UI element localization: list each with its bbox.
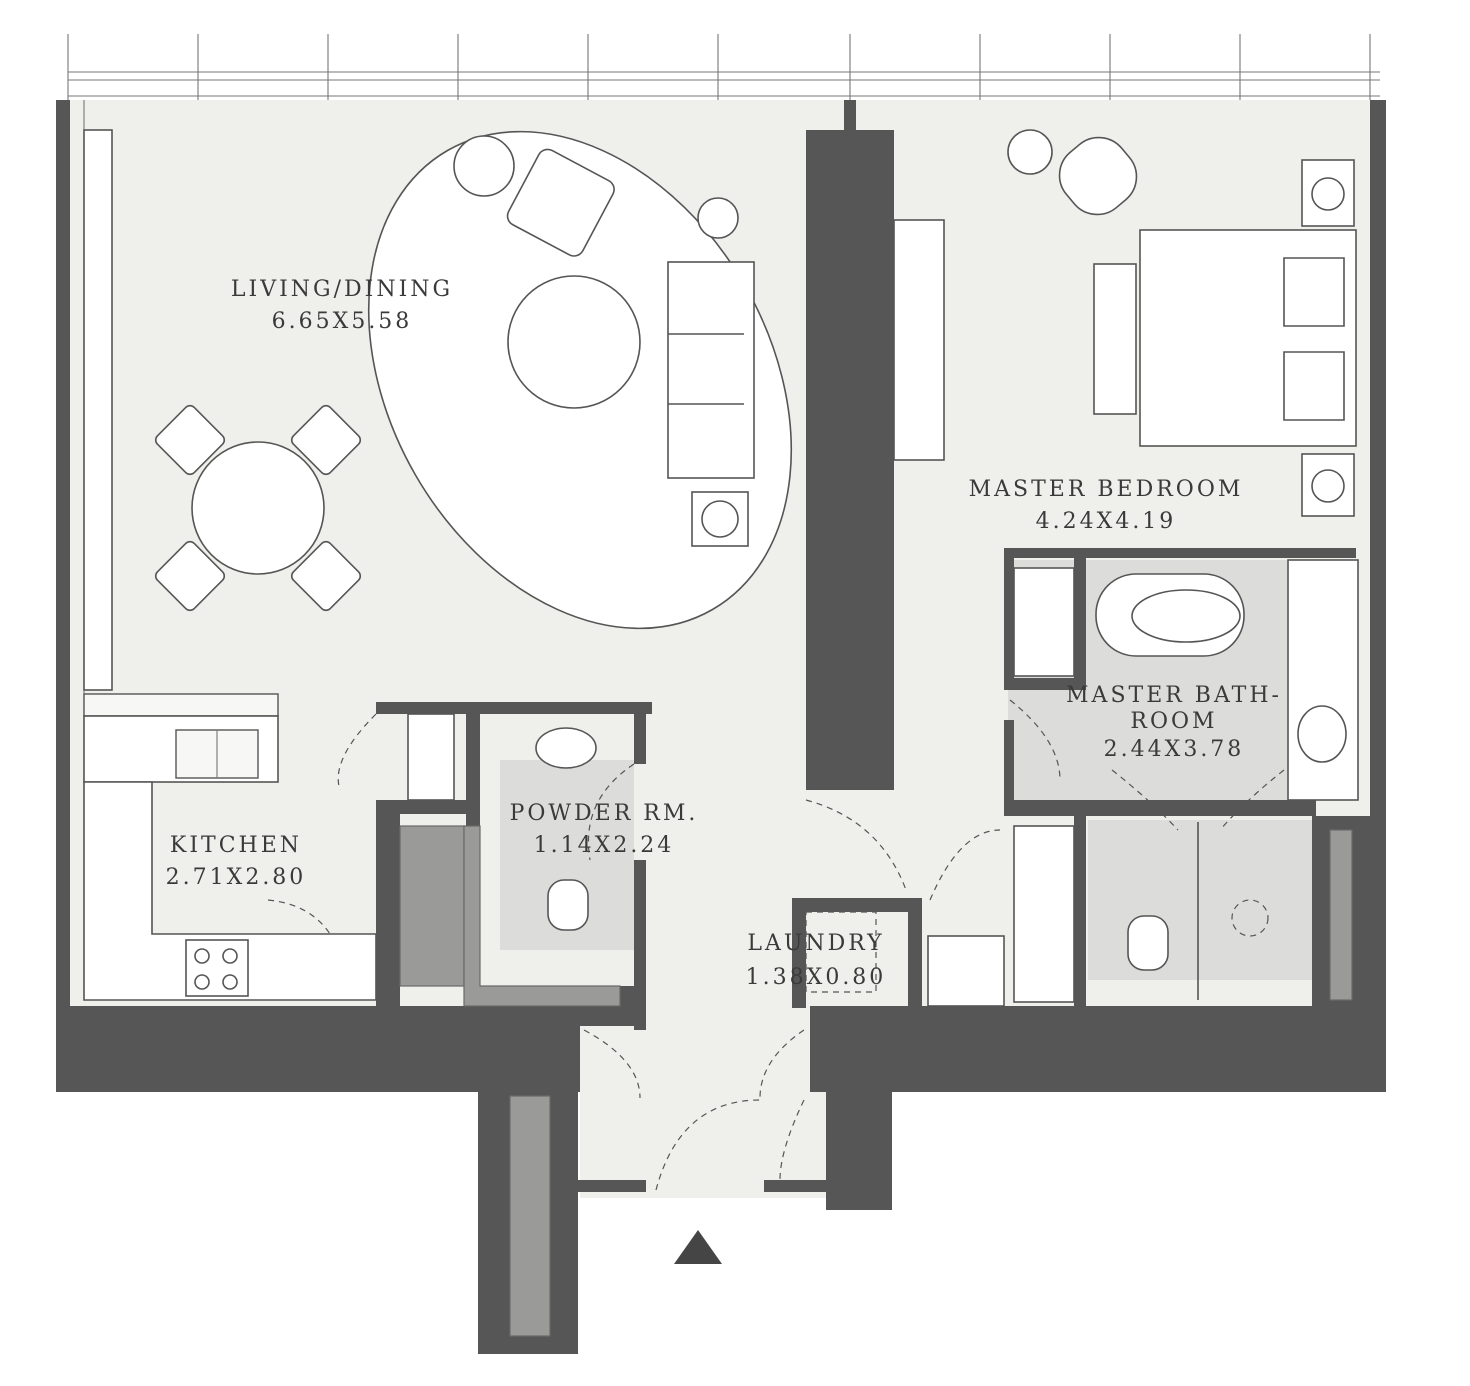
- room-name-line1: MASTER BATH-: [1066, 683, 1282, 708]
- room-size: 1.38X0.80: [746, 965, 887, 990]
- outer-walls: [56, 100, 1386, 1354]
- room-name: KITCHEN: [170, 833, 302, 858]
- room-master-bathroom: MASTER BATH- ROOM 2.44X3.78: [1066, 683, 1282, 762]
- dining-set: [154, 404, 362, 612]
- powder-room-walls: [337, 702, 652, 1030]
- room-living-dining: LIVING/DINING 6.65X5.58: [231, 277, 453, 334]
- room-size: 6.65X5.58: [272, 309, 413, 334]
- room-kitchen: KITCHEN 2.71X2.80: [166, 833, 307, 890]
- room-size: 2.71X2.80: [166, 865, 307, 890]
- room-name: LAUNDRY: [747, 931, 884, 956]
- room-size: 2.44X3.78: [1104, 737, 1245, 762]
- entrance-doors: [576, 1029, 828, 1192]
- wall-panel: [83, 129, 113, 691]
- room-name: MASTER BEDROOM: [969, 477, 1244, 502]
- laundry-walls: [792, 799, 922, 1008]
- room-name-line2: ROOM: [1130, 709, 1217, 734]
- window-railing: [67, 34, 1380, 100]
- partition-column: [806, 130, 894, 790]
- room-laundry: LAUNDRY 1.38X0.80: [746, 931, 887, 990]
- room-size: 4.24X4.19: [1036, 509, 1177, 534]
- living-furniture: [367, 130, 793, 630]
- tv-unit: [893, 219, 945, 461]
- bedroom-furniture: [1007, 129, 1357, 517]
- room-master-bedroom: MASTER BEDROOM 4.24X4.19: [969, 477, 1244, 534]
- room-name: POWDER RM.: [510, 801, 699, 826]
- kitchen-fixtures: [83, 693, 377, 1001]
- triangle-up-icon: [674, 1230, 722, 1264]
- bathroom-walls: [927, 548, 1370, 1007]
- room-size: 1.14X2.24: [534, 833, 675, 858]
- room-powder-room: POWDER RM. 1.14X2.24: [510, 801, 699, 858]
- room-name: LIVING/DINING: [231, 277, 453, 302]
